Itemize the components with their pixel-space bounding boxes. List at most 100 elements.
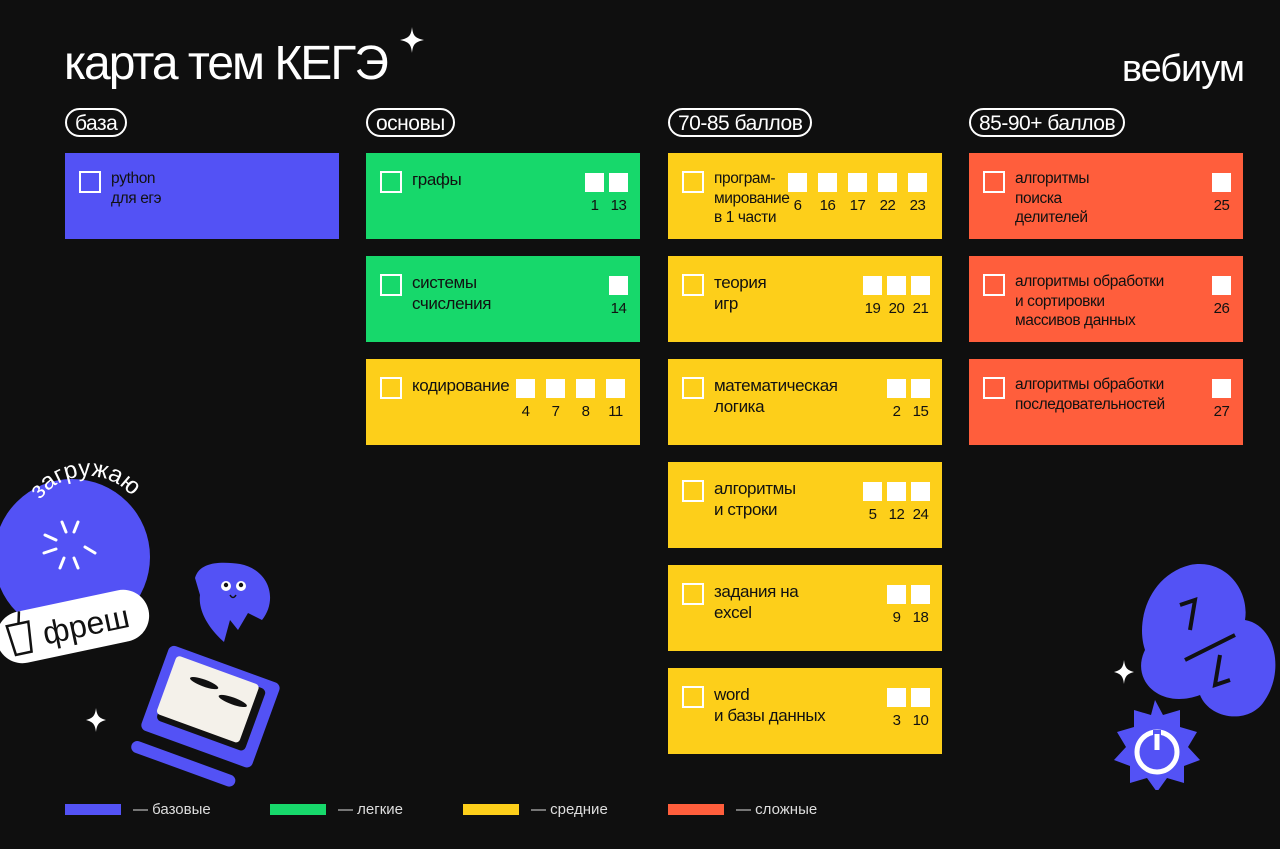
task-checkbox[interactable] bbox=[911, 688, 930, 707]
power-badge-icon bbox=[1114, 700, 1200, 790]
ghost-icon bbox=[195, 562, 271, 642]
task-number: 12 bbox=[888, 506, 905, 523]
task-number: 13 bbox=[610, 197, 627, 214]
task-checkbox[interactable] bbox=[848, 173, 867, 192]
task-checkbox[interactable] bbox=[911, 585, 930, 604]
legend-item: — базовые bbox=[65, 801, 211, 818]
task-number: 1 bbox=[590, 197, 599, 214]
task-checkbox[interactable] bbox=[887, 688, 906, 707]
task-number: 24 bbox=[912, 506, 929, 523]
task-item: 21 bbox=[911, 276, 930, 317]
topic-title: кодирование bbox=[412, 375, 510, 396]
task-checkbox[interactable] bbox=[1212, 379, 1231, 398]
task-number: 21 bbox=[912, 300, 929, 317]
task-item: 16 bbox=[815, 173, 840, 214]
topic-checkbox[interactable] bbox=[79, 171, 101, 193]
topic-title-line: счисления bbox=[412, 294, 492, 313]
task-checkbox[interactable] bbox=[788, 173, 807, 192]
task-checkbox[interactable] bbox=[878, 173, 897, 192]
task-item: 3 bbox=[887, 688, 906, 729]
topic-checkbox[interactable] bbox=[983, 377, 1005, 399]
sparkle-icon bbox=[400, 27, 424, 53]
task-number: 3 bbox=[892, 712, 901, 729]
topic-title-line: алгоритмы bbox=[1015, 170, 1090, 187]
legend-item: — сложные bbox=[668, 801, 817, 818]
task-number: 19 bbox=[864, 300, 881, 317]
task-number: 27 bbox=[1213, 403, 1230, 420]
topic-checkbox[interactable] bbox=[682, 171, 704, 193]
task-checkbox[interactable] bbox=[609, 173, 628, 192]
topic-checkbox[interactable] bbox=[682, 377, 704, 399]
task-item: 1 bbox=[585, 173, 604, 214]
task-checkbox[interactable] bbox=[887, 482, 906, 501]
topic-checkbox[interactable] bbox=[983, 171, 1005, 193]
task-number: 2 bbox=[892, 403, 901, 420]
task-item: 10 bbox=[911, 688, 930, 729]
topic-checkbox[interactable] bbox=[682, 686, 704, 708]
topic-title-line: програм- bbox=[714, 170, 776, 187]
legend-swatch bbox=[668, 804, 724, 815]
task-numbers: 25 bbox=[1212, 173, 1231, 214]
legend-item: — легкие bbox=[270, 801, 403, 818]
task-checkbox[interactable] bbox=[546, 379, 565, 398]
task-numbers: 26 bbox=[1212, 276, 1231, 317]
task-checkbox[interactable] bbox=[1212, 276, 1231, 295]
topic-checkbox[interactable] bbox=[682, 274, 704, 296]
topic-checkbox[interactable] bbox=[380, 274, 402, 296]
task-item: 14 bbox=[609, 276, 628, 317]
task-checkbox[interactable] bbox=[887, 585, 906, 604]
task-checkbox[interactable] bbox=[911, 276, 930, 295]
legend-label: — сложные bbox=[736, 801, 818, 818]
task-checkbox[interactable] bbox=[609, 276, 628, 295]
task-checkbox[interactable] bbox=[606, 379, 625, 398]
topic-title-line: графы bbox=[412, 170, 462, 189]
topic-title: графы bbox=[412, 169, 462, 190]
topic-checkbox[interactable] bbox=[983, 274, 1005, 296]
task-checkbox[interactable] bbox=[576, 379, 595, 398]
task-numbers: 14 bbox=[609, 276, 628, 317]
task-checkbox[interactable] bbox=[887, 276, 906, 295]
task-checkbox[interactable] bbox=[585, 173, 604, 192]
task-checkbox[interactable] bbox=[818, 173, 837, 192]
topic-checkbox[interactable] bbox=[682, 583, 704, 605]
topic-checkbox[interactable] bbox=[380, 377, 402, 399]
task-checkbox[interactable] bbox=[863, 276, 882, 295]
legend-item: — средние bbox=[463, 801, 608, 818]
column-header: база bbox=[65, 108, 128, 137]
topic-title-line: алгоритмы обработки bbox=[1015, 273, 1164, 290]
topic-title-line: поиска bbox=[1015, 189, 1062, 207]
task-item: 19 bbox=[863, 276, 882, 317]
task-number: 25 bbox=[1213, 197, 1230, 214]
task-checkbox[interactable] bbox=[1212, 173, 1231, 192]
task-checkbox[interactable] bbox=[516, 379, 535, 398]
task-checkbox[interactable] bbox=[911, 482, 930, 501]
task-checkbox[interactable] bbox=[863, 482, 882, 501]
code-icon bbox=[1179, 597, 1236, 688]
topic-card: графы 1 13 bbox=[366, 153, 640, 239]
topic-title-line: алгоритмы bbox=[714, 479, 796, 498]
task-checkbox[interactable] bbox=[908, 173, 927, 192]
task-checkbox[interactable] bbox=[911, 379, 930, 398]
legend-label: — легкие bbox=[338, 801, 404, 818]
topic-checkbox[interactable] bbox=[380, 171, 402, 193]
topic-checkbox[interactable] bbox=[682, 480, 704, 502]
column-header: 85-90+ баллов bbox=[969, 108, 1126, 137]
task-number: 16 bbox=[819, 197, 836, 214]
task-checkbox[interactable] bbox=[887, 379, 906, 398]
task-number: 14 bbox=[610, 300, 627, 317]
